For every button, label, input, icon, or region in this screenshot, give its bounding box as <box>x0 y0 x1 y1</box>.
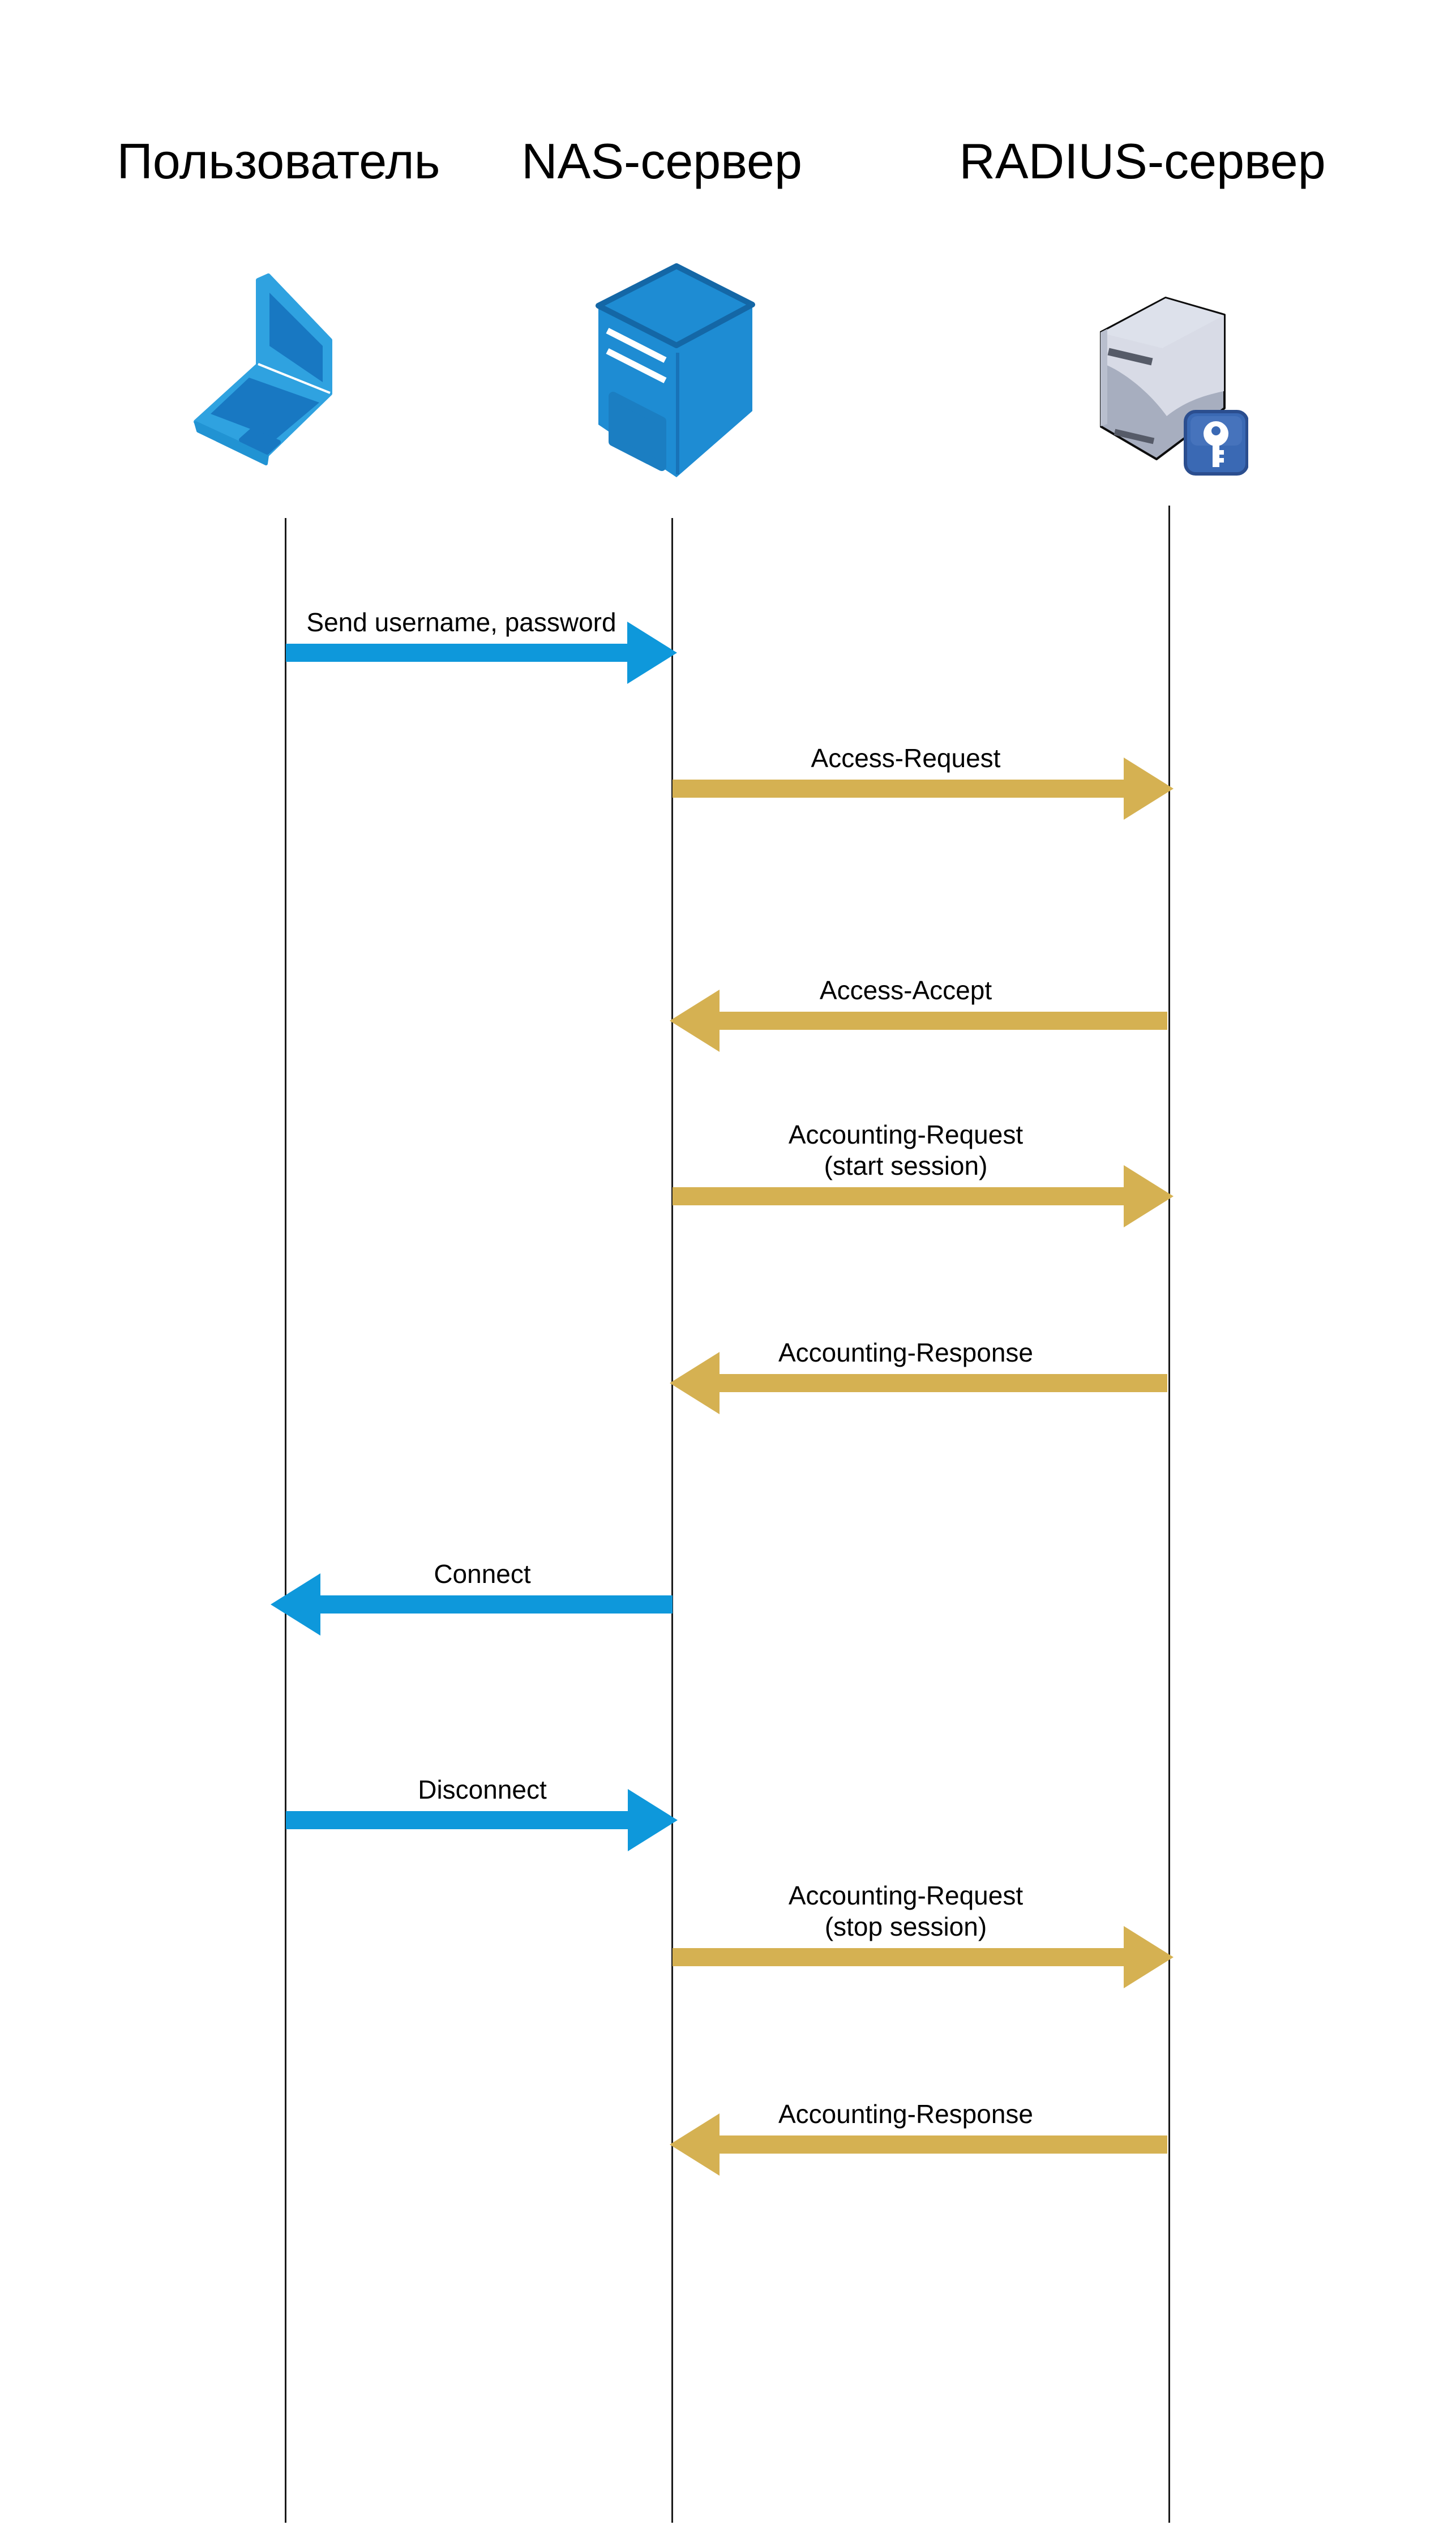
message-label-line2: (start session) <box>824 1151 988 1180</box>
key-badge <box>1184 410 1249 476</box>
server-icon <box>592 259 756 483</box>
arrow-head-left-icon <box>670 990 720 1052</box>
message-arrow-shaft <box>720 1012 1167 1030</box>
message-label-line1: Accounting-Request <box>788 1120 1024 1149</box>
message-label: Accounting-Request(start session) <box>594 1119 1217 1182</box>
arrow-head-right-icon <box>1124 1926 1174 1988</box>
lifeline-radius <box>1168 506 1170 2523</box>
arrow-head-right-icon <box>1124 1165 1174 1227</box>
message-label: Access-Accept <box>819 975 992 1005</box>
actor-title-nas: NAS-сервер <box>521 133 802 189</box>
lifeline-user <box>285 518 286 2523</box>
arrow-head-right-icon <box>1124 758 1174 820</box>
message-label: Accounting-Response <box>778 1338 1034 1367</box>
arrow-head-left-icon <box>271 1573 320 1636</box>
message-label: Send username, password <box>306 607 616 637</box>
arrow-head-right-icon <box>627 622 677 684</box>
arrow-head-left-icon <box>670 1352 720 1414</box>
message-label-line1: Accounting-Request <box>788 1881 1024 1910</box>
message-arrow-shaft <box>673 1948 1124 1966</box>
message-arrow-shaft <box>720 1374 1167 1392</box>
message-arrow-shaft <box>320 1595 673 1614</box>
actor-title-user: Пользователь <box>117 133 440 189</box>
message-label-line2: (stop session) <box>824 1912 987 1941</box>
lifeline-nas <box>671 518 673 2523</box>
server-key-icon <box>1099 296 1249 479</box>
message-label: Disconnect <box>418 1775 547 1804</box>
arrow-head-left-icon <box>670 2113 720 2176</box>
laptop-icon <box>192 273 374 469</box>
message-arrow-shaft <box>720 2135 1167 2154</box>
actor-title-radius: RADIUS-сервер <box>959 133 1326 189</box>
arrow-head-right-icon <box>628 1789 678 1851</box>
message-label: Access-Request <box>811 743 1001 773</box>
message-label: Accounting-Response <box>778 2099 1034 2129</box>
message-arrow-shaft <box>673 780 1124 798</box>
message-label: Accounting-Request(stop session) <box>594 1880 1217 1942</box>
message-label: Connect <box>434 1559 531 1589</box>
message-arrow-shaft <box>673 1187 1124 1205</box>
message-arrow-shaft <box>286 644 627 662</box>
message-arrow-shaft <box>286 1811 628 1829</box>
